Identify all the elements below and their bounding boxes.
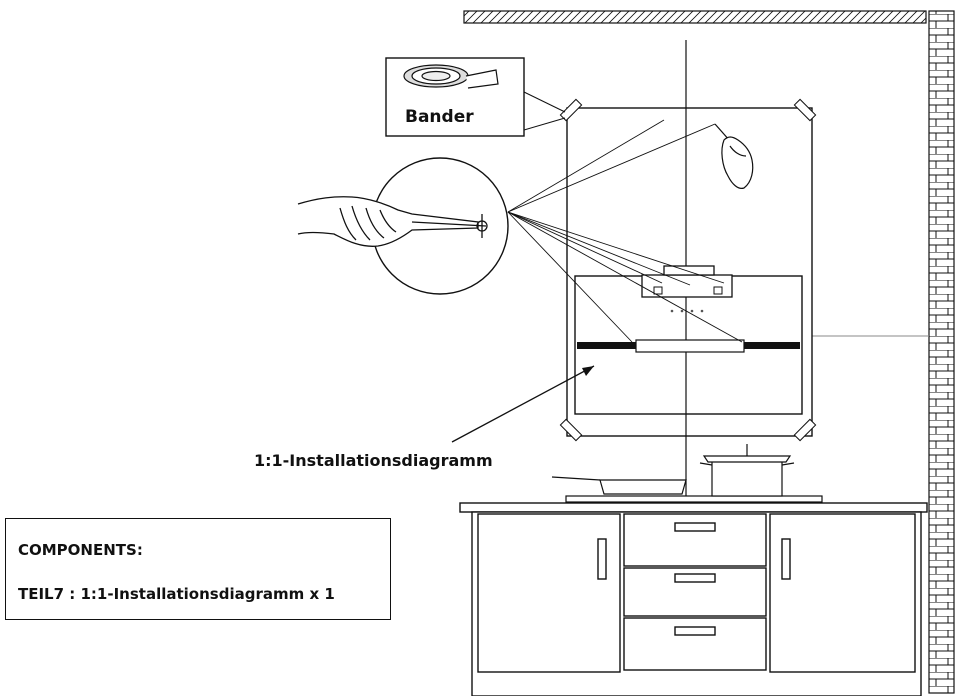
control-panel xyxy=(635,339,745,353)
cooktop xyxy=(551,444,823,503)
tape-label: Bander xyxy=(405,107,474,127)
hand-with-pencil-icon xyxy=(714,123,754,189)
component-item: TEIL7 : 1:1-Installationsdiagramm x 1 xyxy=(18,585,335,603)
tape-strip xyxy=(793,98,817,122)
frying-pan-icon xyxy=(551,476,687,495)
components-box: COMPONENTS: TEIL7 : 1:1-Installationsdia… xyxy=(5,518,391,620)
drill-marking-lines xyxy=(507,119,743,343)
tape-strip xyxy=(559,98,583,122)
installation-template xyxy=(559,98,817,442)
tape-roll-icon xyxy=(403,64,499,89)
brick-wall xyxy=(928,10,955,694)
diagram-pointer xyxy=(451,365,595,443)
cooking-pot-icon xyxy=(699,444,795,497)
tape-strip xyxy=(559,418,583,442)
range-hood xyxy=(574,265,803,415)
drill-detail-circle xyxy=(297,157,509,295)
kitchen-cabinet xyxy=(459,502,928,696)
components-title: COMPONENTS: xyxy=(18,541,143,559)
ceiling xyxy=(463,10,927,24)
diagram-label: 1:1-Installationsdiagramm xyxy=(254,451,493,470)
hand-with-drill-icon xyxy=(297,196,488,247)
tape-strip xyxy=(793,418,817,442)
tape-callout: Bander xyxy=(385,57,566,137)
